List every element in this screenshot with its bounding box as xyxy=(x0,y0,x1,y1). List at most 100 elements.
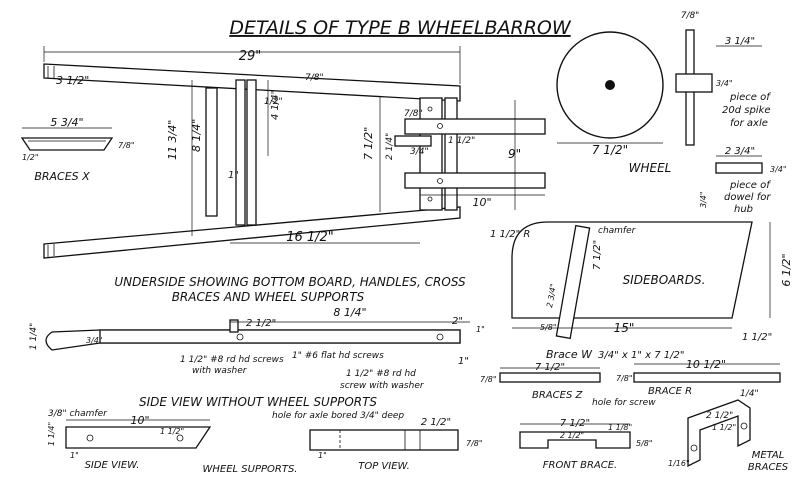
screw-hole xyxy=(437,178,443,184)
side-note-2: 1" #6 flat hd screws xyxy=(292,351,384,361)
wheel-support-top xyxy=(309,429,459,451)
front-brace-caption: FRONT BRACE. xyxy=(543,460,617,471)
brace-x xyxy=(20,137,114,151)
drawing-title: DETAILS OF TYPE B WHEELBARROW xyxy=(229,17,572,39)
axle-drawing xyxy=(675,29,762,146)
dim-front-inner: 2 1/4" xyxy=(385,133,395,160)
side-view-drawing xyxy=(45,319,470,351)
ws-top-len: 2 1/2" xyxy=(421,417,451,428)
ws-top-end: 1" xyxy=(318,451,327,460)
wheel-hub-hole xyxy=(605,80,615,90)
wheel-label: WHEEL xyxy=(629,161,672,175)
front-brace-end: 1 1/8" xyxy=(608,423,632,432)
ws-chamfer: 3/8" chamfer xyxy=(48,409,108,419)
dim-support-len: 9" xyxy=(508,147,521,161)
ws-top-caption: TOP VIEW. xyxy=(358,461,410,472)
lower-handle xyxy=(43,206,461,259)
metal-inner: 1 1/2" xyxy=(712,423,736,432)
screw-hole xyxy=(427,106,433,112)
hub-drawing xyxy=(715,155,763,174)
dim-small-c: 1" xyxy=(228,170,239,181)
axle-block xyxy=(394,135,432,147)
wheel-drawing xyxy=(556,31,664,144)
handle-body xyxy=(99,329,461,344)
hub-length: 2 3/4" xyxy=(725,146,755,157)
side-note-1a: 1 1/2" #8 rd hd screws xyxy=(180,355,284,365)
ws-top-side: 7/8" xyxy=(466,439,483,448)
sideboards-chamfer: chamfer xyxy=(598,226,637,236)
sideboards-small-a: 5/8" xyxy=(540,323,557,332)
metal-brace xyxy=(687,399,751,468)
brace-r-hole: hole for screw xyxy=(592,398,656,408)
dim-front-small-c: 1 1/2" xyxy=(448,136,475,146)
ws-side-caption: SIDE VIEW. xyxy=(85,460,140,471)
axle-width: 3 1/4" xyxy=(725,36,755,47)
sideboards-label: SIDEBOARDS. xyxy=(623,273,706,287)
frame-caption-1: UNDERSIDE SHOWING BOTTOM BOARD, HANDLES,… xyxy=(114,275,466,289)
wheel-support-top-drawing xyxy=(309,429,459,451)
axle-note-2: 20d spike xyxy=(722,105,771,116)
braces-x-label: BRACES X xyxy=(34,170,90,183)
ws-small-a: 1" xyxy=(70,451,79,460)
brace-r-length: 10 1/2" xyxy=(686,358,726,371)
front-brace xyxy=(519,431,631,449)
frame-top-view xyxy=(43,46,546,259)
axle-note-1: piece of xyxy=(729,92,771,103)
dim-handle-gap: 4 1/4" xyxy=(270,90,281,120)
brace-z-length: 7 1/2" xyxy=(535,362,565,373)
brace-r-side: 7/8" xyxy=(616,374,633,383)
side-view-caption: SIDE VIEW WITHOUT WHEEL SUPPORTS xyxy=(139,395,377,409)
dim-front-small-a: 7/8" xyxy=(404,109,423,119)
ws-hole-note: hole for axle bored 3/4" deep xyxy=(272,411,404,421)
ws-small-b: 1 1/2" xyxy=(160,427,184,436)
sideboard-drawing xyxy=(511,221,771,340)
cross-brace xyxy=(235,79,246,226)
side-tip: 1" xyxy=(458,356,469,367)
frame-caption-2: BRACES AND WHEEL SUPPORTS xyxy=(172,290,365,304)
hub-note-1: piece of xyxy=(729,180,771,191)
side-bolt-spacing: 2 1/2" xyxy=(246,318,276,329)
sideboards-corner: 1 1/2" xyxy=(742,332,772,343)
dim-small-b: 7/8" xyxy=(305,73,324,83)
brace-w xyxy=(555,224,591,340)
hub-side: 3/4" xyxy=(770,165,787,174)
hub-dowel xyxy=(715,162,763,174)
dim-overall-length: 29" xyxy=(239,49,262,64)
hub-note-2: dowel for xyxy=(724,192,771,203)
brace-w-label: Brace W xyxy=(546,348,593,361)
wheel-support-side xyxy=(65,426,212,449)
ws-height: 1 1/4" xyxy=(47,422,56,446)
sideboards-small-b: 2 3/4" xyxy=(545,283,558,308)
side-handle-dia: 1 1/4" xyxy=(29,323,39,350)
wheel-support xyxy=(404,118,546,135)
brace-w-length: 7 1/2" xyxy=(592,240,603,270)
metal-small: 1/16" xyxy=(668,459,690,468)
braces-x-drawing xyxy=(20,127,114,151)
sideboards-height: 6 1/2" xyxy=(780,253,793,286)
side-note-1b: with washer xyxy=(192,366,248,376)
screw-hole xyxy=(437,123,443,129)
metal-top: 1/4" xyxy=(740,389,759,399)
wheel-support xyxy=(404,172,546,189)
front-brace-drawing xyxy=(519,423,631,449)
screw-hole xyxy=(427,196,433,202)
dim-lower-length: 16 1/2" xyxy=(286,230,334,245)
side-end: 2" xyxy=(452,316,463,327)
dim-inner-width: 8 1/4" xyxy=(190,119,203,152)
wheel-diameter: 7 1/2" xyxy=(592,143,628,157)
dim-small-a: 1/2" xyxy=(264,97,283,107)
braces-x-end: 1/2" xyxy=(22,153,39,162)
front-brace-side: 5/8" xyxy=(636,439,653,448)
metal-caption-2: BRACES xyxy=(748,462,789,473)
brace-z-drawing xyxy=(499,367,601,383)
brace-r-drawing xyxy=(633,363,781,383)
brace-r xyxy=(633,372,781,383)
front-cross-brace xyxy=(444,97,458,211)
metal-width: 2 1/2" xyxy=(706,411,733,421)
side-length: 8 1/4" xyxy=(333,306,366,319)
cross-brace xyxy=(246,79,257,226)
side-knob: 3/4" xyxy=(86,336,103,345)
screw-head xyxy=(229,319,239,333)
dim-wheel-support-len: 10" xyxy=(472,196,491,209)
